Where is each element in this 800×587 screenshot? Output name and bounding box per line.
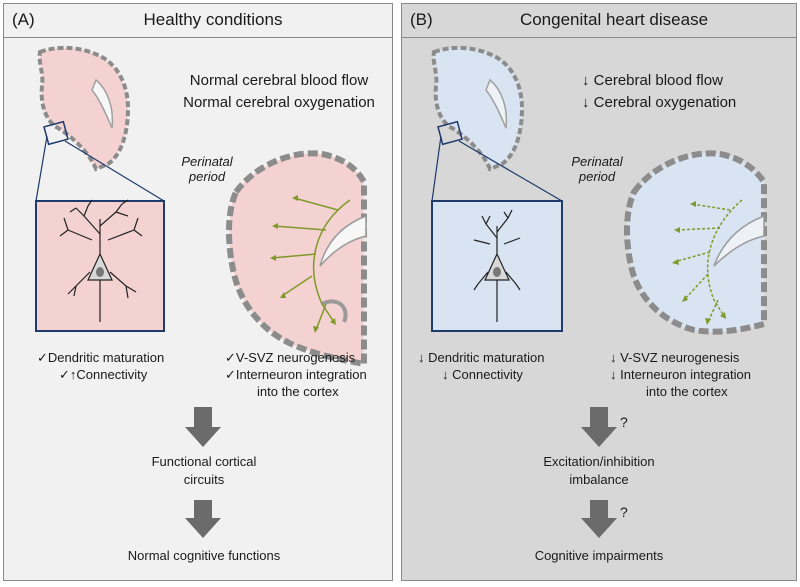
connectivity-item: ✓↑Connectivity xyxy=(59,367,148,382)
interneuron-item: ↓ Interneuron integration xyxy=(610,367,751,382)
large-ventricle xyxy=(319,214,367,267)
small-ventricle xyxy=(91,78,114,129)
large-brain-slice xyxy=(226,150,367,368)
down-arrow-2 xyxy=(185,500,221,538)
cognitive-impairments-label: Cognitive impairments xyxy=(534,548,664,563)
zoom-box-small xyxy=(43,120,69,146)
migration-arrows xyxy=(673,199,743,323)
question-mark-2: ? xyxy=(620,504,628,520)
neuron-nucleus xyxy=(96,267,104,277)
small-ventricle xyxy=(485,78,508,129)
healthy-illustration xyxy=(35,45,367,538)
down-arrow-2 xyxy=(581,500,617,538)
panel-tag: (A) xyxy=(12,10,35,29)
ei-imbalance-line2: imbalance xyxy=(569,472,629,487)
dendritic-maturation-item: ✓Dendritic maturation xyxy=(37,350,165,365)
zoom-line-left xyxy=(35,135,48,202)
blood-flow-label: Normal cerebral blood flow xyxy=(189,72,369,89)
neuron-icon xyxy=(59,199,143,322)
down-arrow-1 xyxy=(581,407,617,447)
large-ventricle xyxy=(713,214,765,267)
normal-cognitive-label: Normal cognitive functions xyxy=(127,548,281,563)
functional-circuits-line1: Functional cortical xyxy=(151,454,257,469)
functional-circuits-line2: circuits xyxy=(183,472,225,487)
panel-title: Healthy conditions xyxy=(143,10,283,29)
migration-arrowheads xyxy=(672,201,726,325)
panel-tag: (B) xyxy=(410,10,433,29)
small-brain-slice xyxy=(431,45,525,172)
interneuron-item-cont: into the cortex xyxy=(257,384,339,399)
panel-chd: (B) Congenital heart disease xyxy=(401,3,797,581)
interneuron-item: ✓Interneuron integration xyxy=(225,367,367,382)
connectivity-item: ↓ Connectivity xyxy=(442,367,523,382)
zoom-line-left xyxy=(431,135,442,202)
neurogenesis-item: ✓V-SVZ neurogenesis xyxy=(225,350,356,365)
panel-title: Congenital heart disease xyxy=(519,10,709,29)
oxygenation-label: Normal cerebral oxygenation xyxy=(183,94,375,111)
neuron-nucleus xyxy=(493,267,501,277)
dendritic-maturation-item: ↓ Dendritic maturation xyxy=(418,350,545,365)
perinatal-label: Perinatal period xyxy=(571,154,623,184)
blood-flow-label: ↓ Cerebral blood flow xyxy=(582,72,723,89)
panel-header: (B) Congenital heart disease xyxy=(402,4,796,38)
neurogenesis-item: ↓ V-SVZ neurogenesis xyxy=(610,350,740,365)
chd-illustration xyxy=(431,45,767,538)
zoom-line-right xyxy=(458,140,563,202)
interneuron-item-cont: into the cortex xyxy=(646,384,728,399)
small-brain-slice xyxy=(37,45,131,172)
perinatal-label: Perinatal period xyxy=(181,154,233,184)
panel-healthy: (A) Healthy conditions xyxy=(3,3,393,581)
down-arrow-1 xyxy=(185,407,221,447)
migration-arrowheads xyxy=(270,195,336,333)
ei-imbalance-line1: Excitation/inhibition xyxy=(543,454,655,469)
large-brain-slice xyxy=(624,150,767,335)
zoom-box-small xyxy=(437,120,463,146)
question-mark-1: ? xyxy=(620,414,628,430)
lower-fold xyxy=(321,299,348,323)
migration-arrows xyxy=(271,197,351,331)
neuron-icon xyxy=(473,209,521,322)
panel-header: (A) Healthy conditions xyxy=(4,4,392,38)
oxygenation-label: ↓ Cerebral oxygenation xyxy=(582,94,737,111)
zoom-line-right xyxy=(64,140,165,202)
